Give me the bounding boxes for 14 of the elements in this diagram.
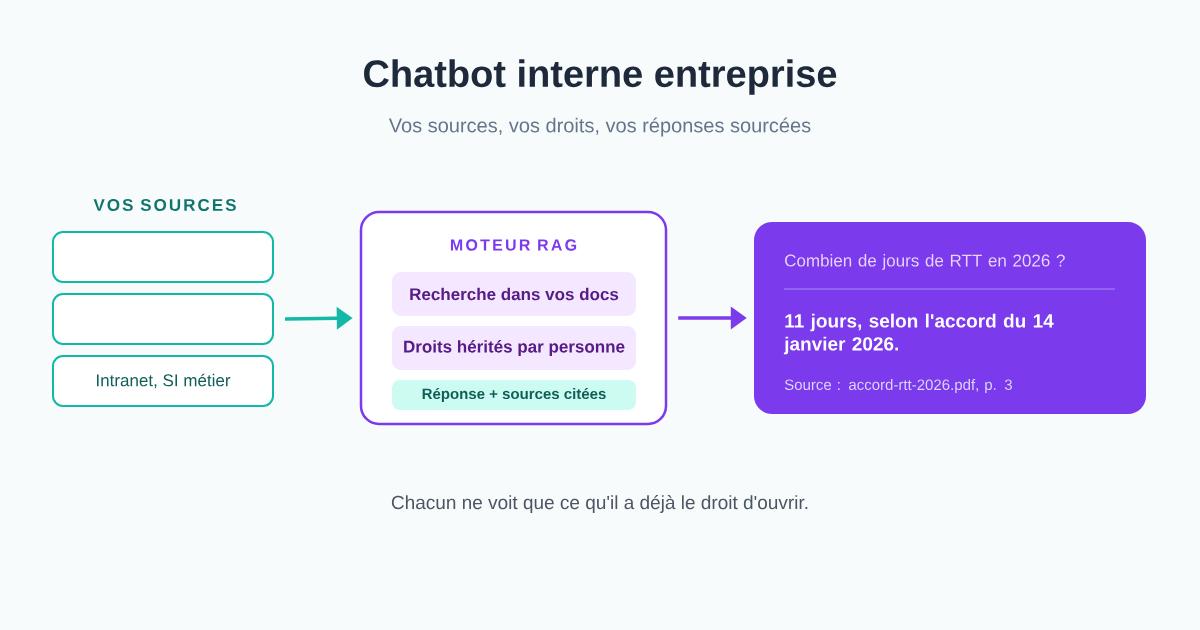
footnote: Chacun ne voit que ce qu'il a déjà le droit d'ouvrir. [391, 495, 808, 513]
answer-text: 11 jours, selon l'accord du 14 janvier 2026. [783, 313, 1054, 355]
step-box: Droits hérités par personne [392, 326, 636, 370]
result-box: Réponse + sources citées [392, 380, 636, 410]
source-box [52, 293, 274, 345]
question-text: Combien de jours de RTT en 2026 ? [785, 254, 1065, 270]
source-box [52, 231, 274, 283]
source-text: Source : accord-rtt-2026.pdf, p. 3 [784, 379, 1012, 393]
step-box: Recherche dans vos docs [392, 272, 636, 316]
box-heading: MOTEUR RAG [450, 239, 577, 251]
section-heading: VOS SOURCES [93, 199, 236, 212]
title: Chatbot interne entreprise [364, 59, 837, 95]
subtitle: Vos sources, vos droits, vos réponses sourcées [388, 117, 811, 137]
source-box: Intranet, SI métier [52, 355, 274, 407]
